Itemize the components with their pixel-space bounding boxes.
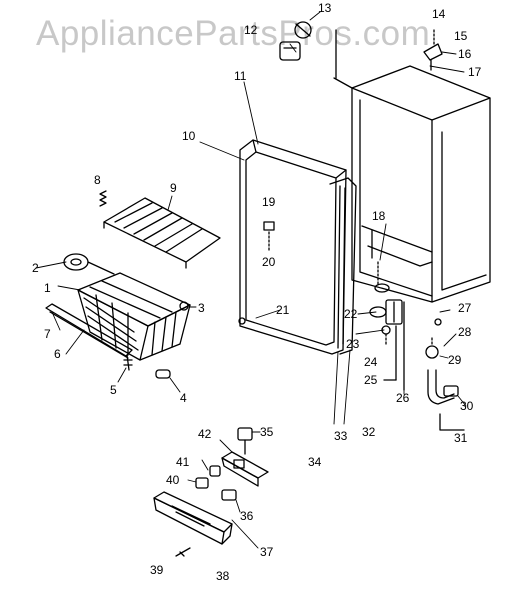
callout-25: 25: [364, 373, 378, 387]
control-bracket-42: [221, 451, 269, 487]
cabinet-body: [333, 29, 491, 303]
screw-5: [123, 354, 133, 371]
part-12: [279, 41, 301, 61]
clip-3: [179, 301, 189, 311]
part-16: [423, 29, 443, 71]
watermark: AppliancePartsPros.com: [36, 14, 431, 53]
callout-33: 33: [334, 429, 348, 443]
callout-27: 27: [458, 301, 472, 315]
part-18: [374, 261, 390, 293]
callout-21: 21: [276, 303, 290, 317]
callout-14: 14: [432, 7, 446, 21]
door-liner: [239, 139, 347, 355]
callout-40: 40: [166, 473, 180, 487]
callout-12: 12: [244, 23, 258, 37]
knob-40: [195, 477, 209, 489]
callout-8: 8: [94, 173, 101, 187]
part-13: [294, 21, 312, 39]
callout-22: 22: [344, 307, 358, 321]
screw-39: [175, 547, 191, 557]
leader-lines: [35, 11, 467, 549]
callout-36: 36: [240, 509, 254, 523]
callout-23: 23: [346, 337, 360, 351]
callout-28: 28: [458, 325, 472, 339]
callout-19: 19: [262, 195, 276, 209]
callout-39: 39: [150, 563, 164, 577]
wire-basket: [77, 272, 191, 361]
callout-1: 1: [44, 281, 51, 295]
callout-41: 41: [176, 455, 190, 469]
thermostat-35: [237, 427, 253, 455]
callout-5: 5: [110, 383, 117, 397]
freezer-shelf: [103, 197, 221, 269]
hinge-assembly: [369, 299, 405, 391]
basket-handle: [63, 253, 115, 275]
control-panel-housing: [153, 491, 233, 545]
callout-9: 9: [170, 181, 177, 195]
callout-15: 15: [454, 29, 468, 43]
callout-11: 11: [234, 69, 247, 83]
callout-16: 16: [458, 47, 472, 61]
knob-36: [221, 489, 237, 501]
callout-42: 42: [198, 427, 212, 441]
callout-24: 24: [364, 355, 378, 369]
knob-41: [209, 465, 221, 477]
screw-21: [238, 317, 246, 325]
callout-30: 30: [460, 399, 474, 413]
callout-6: 6: [54, 347, 61, 361]
callout-31: 31: [454, 431, 468, 445]
callout-10: 10: [182, 129, 196, 143]
clip-19: [263, 221, 275, 231]
bracket-4: [155, 369, 171, 379]
callout-26: 26: [396, 391, 410, 405]
callout-17: 17: [468, 65, 482, 79]
callout-labels: 1 2 3 4 5 6 7 8 9 10 11 12 13 14 15 16 1…: [32, 1, 482, 583]
callout-37: 37: [260, 545, 274, 559]
drain-assembly: [425, 318, 465, 431]
callout-29: 29: [448, 353, 462, 367]
basket-front-trim: [45, 303, 133, 359]
callout-32: 32: [362, 425, 376, 439]
callout-3: 3: [198, 301, 205, 315]
door-gasket: [329, 177, 357, 355]
callout-4: 4: [180, 391, 187, 405]
callout-18: 18: [372, 209, 386, 223]
callout-13: 13: [318, 1, 332, 15]
callout-34: 34: [308, 455, 322, 469]
spring: [99, 190, 107, 207]
callout-20: 20: [262, 255, 276, 269]
callout-7: 7: [44, 327, 51, 341]
callout-38: 38: [216, 569, 230, 583]
callout-35: 35: [260, 425, 274, 439]
callout-2: 2: [32, 261, 39, 275]
